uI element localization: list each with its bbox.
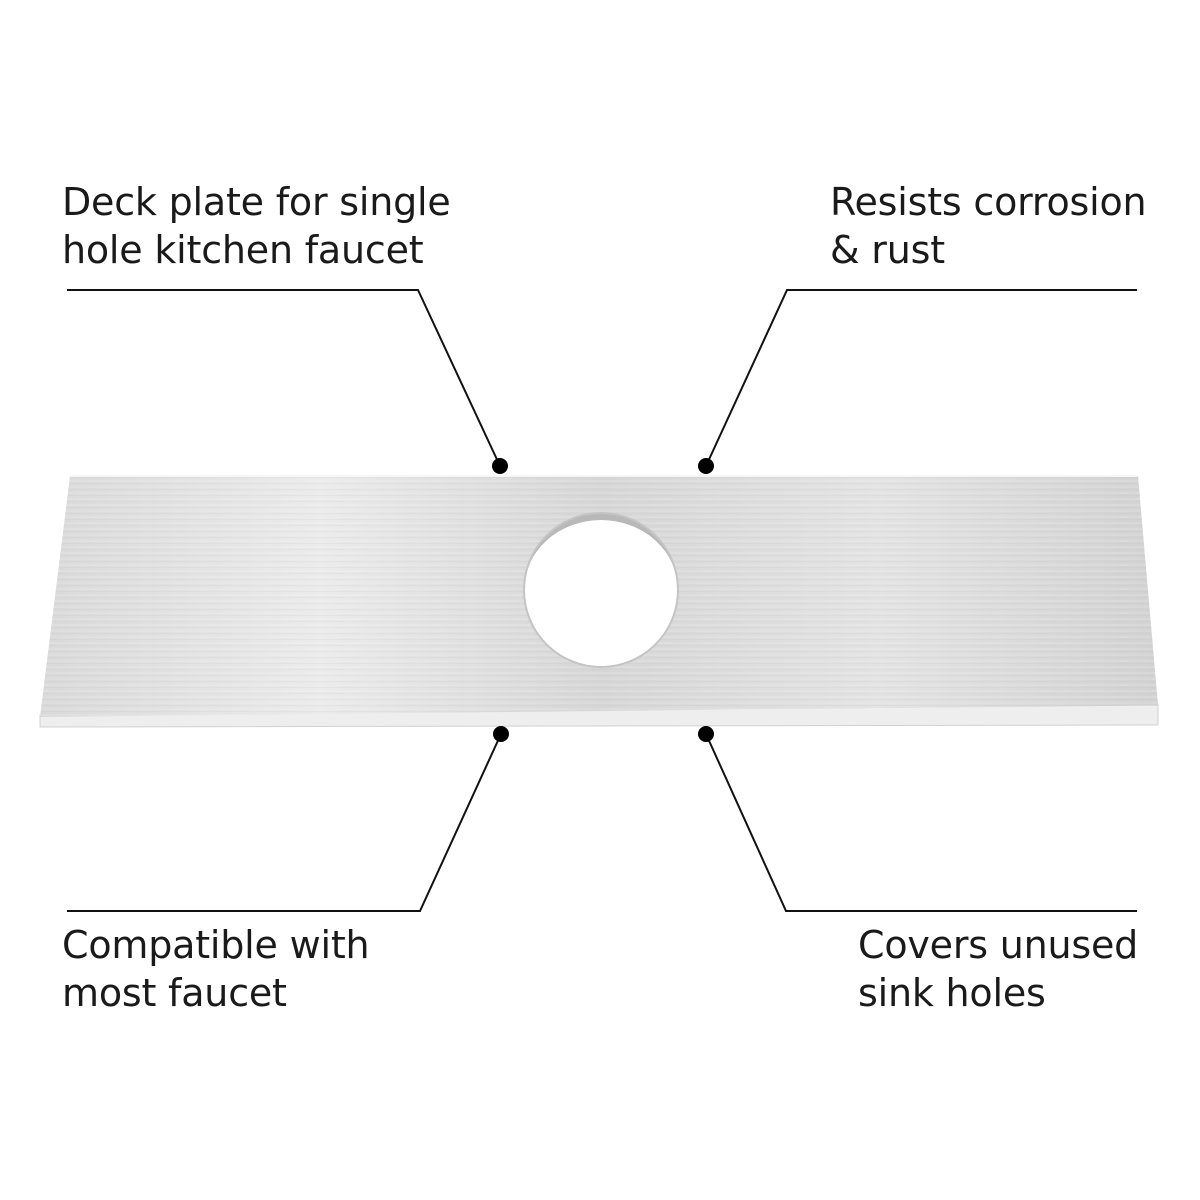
dot-top-right (698, 458, 714, 474)
callout-deck-plate-line2: hole kitchen faucet (62, 228, 424, 272)
faucet-hole (523, 512, 679, 668)
callout-corrosion-line2: & rust (830, 228, 945, 272)
leader-line-bottom-left (67, 733, 502, 912)
callout-compatible-line2: most faucet (62, 971, 287, 1015)
dot-bottom-right (698, 726, 714, 742)
callout-dots (492, 458, 714, 742)
callout-covers-holes-line2: sink holes (858, 971, 1046, 1015)
callout-deck-plate: Deck plate for single hole kitchen fauce… (62, 178, 451, 274)
callout-deck-plate-line1: Deck plate for single (62, 180, 451, 224)
leader-line-top-left (67, 289, 501, 467)
callout-corrosion: Resists corrosion & rust (830, 178, 1147, 274)
leader-lines (67, 289, 1137, 912)
deck-plate (39, 475, 1159, 728)
callout-compatible-line1: Compatible with (62, 923, 370, 967)
callout-covers-holes: Covers unused sink holes (858, 921, 1138, 1017)
leader-line-top-right (705, 289, 1137, 467)
leader-line-bottom-right (705, 733, 1137, 912)
callout-corrosion-line1: Resists corrosion (830, 180, 1147, 224)
callout-compatible: Compatible with most faucet (62, 921, 370, 1017)
dot-top-left (492, 458, 508, 474)
callout-covers-holes-line1: Covers unused (858, 923, 1139, 967)
dot-bottom-left (493, 726, 509, 742)
